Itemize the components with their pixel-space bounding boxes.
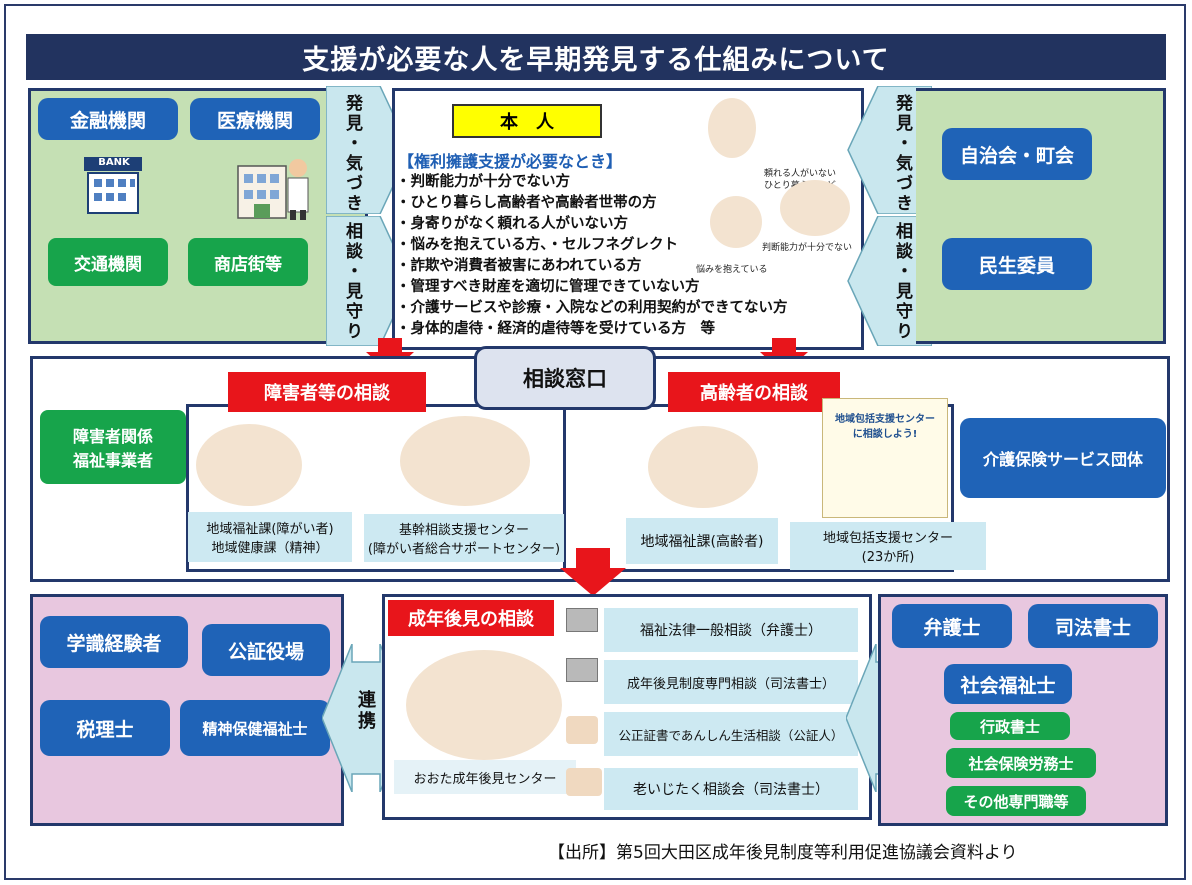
elderly-box-2[interactable]: 地域包括支援センター (23か所) xyxy=(790,522,986,570)
left-discover-label: 発見・気づき xyxy=(342,94,362,214)
disability-welfare-provider-button[interactable]: 障害者関係 福祉事業者 xyxy=(40,410,186,484)
seminar-icon xyxy=(566,768,602,796)
welfare-commissioner-button[interactable]: 民生委員 xyxy=(942,238,1092,290)
list-item: ・身寄りがなく頼れる人がいない方 xyxy=(396,216,628,232)
right-top-panel xyxy=(916,88,1166,344)
transport-button[interactable]: 交通機関 xyxy=(48,238,168,286)
page-title: 支援が必要な人を早期発見する仕組みについて xyxy=(26,34,1166,80)
caption-alone-1: 頼れる人がいない xyxy=(764,169,837,179)
scrivener-sign-icon xyxy=(566,658,598,682)
medical-institution-button[interactable]: 医療機関 xyxy=(190,98,320,140)
academic-expert-button[interactable]: 学識経験者 xyxy=(40,616,188,668)
consultation-window-label: 相談窓口 xyxy=(474,346,656,410)
guardianship-item[interactable]: 福祉法律一般相談（弁護士） xyxy=(604,608,858,652)
notary-office-button[interactable]: 公証役場 xyxy=(202,624,330,676)
shopping-street-button[interactable]: 商店街等 xyxy=(188,238,308,286)
down-arrow-center xyxy=(560,548,626,596)
list-item: ・ひとり暮らし高齢者や高齢者世帯の方 xyxy=(396,195,657,211)
guardianship-item[interactable]: 老いじたく相談会（司法書士） xyxy=(604,768,858,810)
list-item: ・介護サービスや診療・入院などの利用契約ができてない方 xyxy=(396,300,788,316)
neighborhood-association-button[interactable]: 自治会・町会 xyxy=(942,128,1092,180)
person-label: 本 人 xyxy=(452,104,602,138)
labor-consultant-button[interactable]: 社会保険労務士 xyxy=(946,748,1096,778)
list-item: ・判断能力が十分でない方 xyxy=(396,174,570,190)
worried-person-illustration xyxy=(710,196,762,248)
mental-health-welfare-button[interactable]: 精神保健福祉士 xyxy=(180,700,330,756)
guardianship-item[interactable]: 成年後見制度専門相談（司法書士） xyxy=(604,660,858,704)
right-consult-label: 相談・見守り xyxy=(892,222,912,342)
bank-icon xyxy=(80,155,146,217)
list-item: ・管理すべき財産を適切に管理できていない方 xyxy=(396,279,700,295)
tax-accountant-button[interactable]: 税理士 xyxy=(40,700,170,756)
notary-meeting-icon xyxy=(566,716,598,744)
list-item: ・身体的虐待・経済的虐待等を受けている方 等 xyxy=(396,321,715,337)
disability-box-1[interactable]: 地域福祉課(障がい者) 地域健康課（精神） xyxy=(188,512,352,562)
financial-institution-button[interactable]: 金融機関 xyxy=(38,98,178,140)
guardianship-consult-tag: 成年後見の相談 xyxy=(388,600,554,636)
elderly-alone-illustration xyxy=(708,98,756,158)
care-insurance-group-button[interactable]: 介護保険サービス団体 xyxy=(960,418,1166,498)
elderly-box-1[interactable]: 地域福祉課(高齢者) xyxy=(626,518,778,564)
judicial-scrivener-button[interactable]: 司法書士 xyxy=(1028,604,1158,648)
elderly-consult-tag: 高齢者の相談 xyxy=(668,372,840,412)
bank-sign: BANK xyxy=(98,157,130,168)
disability-box-2[interactable]: 基幹相談支援センター (障がい者総合サポートセンター) xyxy=(364,514,564,562)
social-worker-button[interactable]: 社会福祉士 xyxy=(944,664,1072,704)
right-discover-label: 発見・気づき xyxy=(892,94,912,214)
family-illustration xyxy=(406,650,562,760)
administrative-scrivener-button[interactable]: 行政書士 xyxy=(950,712,1070,740)
left-consult-label: 相談・見守り xyxy=(342,222,362,342)
guardianship-item[interactable]: 公正証書であんしん生活相談（公証人） xyxy=(604,712,858,756)
list-item: ・悩みを抱えている方、・セルフネグレクト xyxy=(396,237,679,253)
poster-title: 地域包括支援センター に相談しよう! xyxy=(835,414,935,440)
other-professionals-button[interactable]: その他専門職等 xyxy=(946,786,1086,816)
left-link-label: 連携 xyxy=(355,690,376,732)
caption-worried: 悩みを抱えている xyxy=(696,265,768,275)
lawyer-sign-icon xyxy=(566,608,598,632)
source-note: 【出所】第5回大田区成年後見制度等利用促進協議会資料より xyxy=(548,843,1018,863)
elderly-counselor-illustration xyxy=(648,426,758,508)
center-heading: 【権利擁護支援が必要なとき】 xyxy=(398,152,623,171)
ota-guardianship-center-label: おおた成年後見センター xyxy=(394,760,576,794)
list-item: ・詐欺や消費者被害にあわれている方 xyxy=(396,258,642,274)
caregiver-illustration xyxy=(780,180,850,236)
lawyer-button[interactable]: 弁護士 xyxy=(892,604,1012,648)
caption-capacity: 判断能力が十分でない xyxy=(762,243,853,253)
hospital-icon xyxy=(236,152,314,222)
outer-frame xyxy=(4,4,1186,880)
poster-illustration xyxy=(822,398,948,518)
counselor-illustration xyxy=(196,424,302,506)
group-illustration xyxy=(400,416,530,506)
disability-consult-tag: 障害者等の相談 xyxy=(228,372,426,412)
